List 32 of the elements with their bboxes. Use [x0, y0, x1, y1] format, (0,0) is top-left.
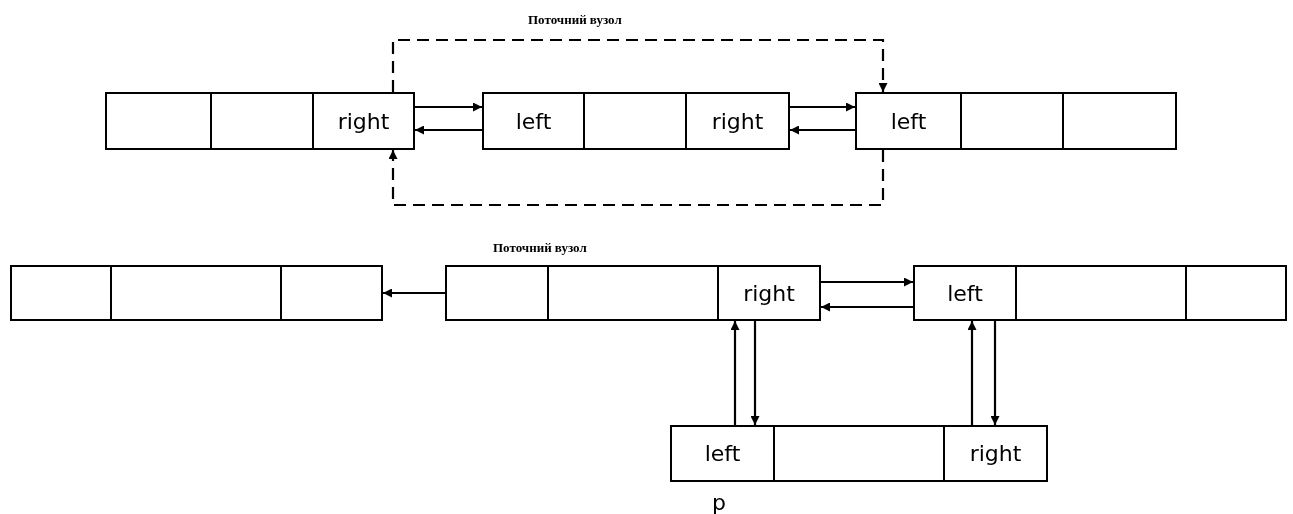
arrow	[821, 302, 913, 312]
field-name: right	[743, 280, 795, 306]
heading-label: Поточний вузол	[528, 12, 622, 28]
field-cell	[717, 265, 821, 321]
heading-label: Поточний вузол	[493, 240, 587, 256]
arrow	[821, 277, 913, 287]
field-name: left	[890, 108, 927, 134]
arrow	[730, 321, 740, 425]
field-name: right	[711, 108, 764, 134]
field-name: left	[515, 108, 552, 134]
arrow	[415, 125, 482, 135]
arrow	[790, 102, 855, 112]
field-cell	[855, 92, 962, 150]
arrow	[750, 321, 760, 425]
field-name: right	[969, 441, 1022, 466]
field-cell	[670, 425, 775, 482]
field-cell	[913, 265, 1017, 321]
field-name: left	[704, 441, 741, 466]
field-name: right	[337, 108, 390, 134]
arrow	[415, 102, 482, 112]
arrow	[990, 321, 1000, 425]
arrow	[967, 321, 977, 425]
pointer-label: p	[712, 490, 726, 514]
field-name: left	[947, 280, 983, 306]
field-cell	[943, 425, 1048, 482]
field-cell	[482, 92, 585, 150]
field-cell	[312, 92, 415, 150]
arrow	[383, 288, 445, 298]
arrow	[790, 125, 855, 135]
dashed-arrow	[391, 38, 888, 92]
dashed-arrow	[388, 150, 885, 207]
field-cell	[685, 92, 790, 150]
